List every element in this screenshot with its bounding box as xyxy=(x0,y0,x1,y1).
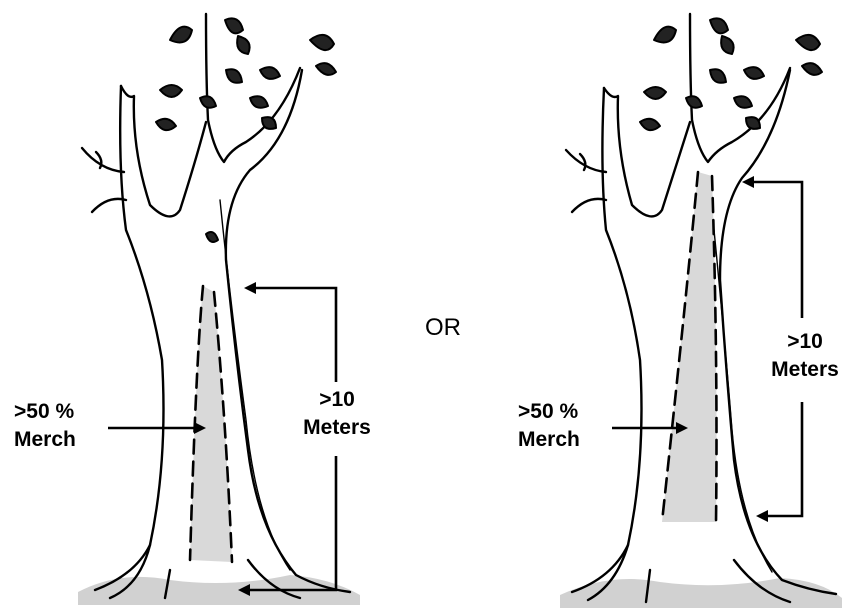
right-merch-label: >50 % Merch xyxy=(518,398,580,454)
right-branch-left xyxy=(604,88,690,216)
right-height-bracket-top xyxy=(750,182,802,318)
right-height-label: >10 Meters xyxy=(762,328,848,384)
left-merch-line1: >50 % xyxy=(14,398,76,426)
right-rot-area xyxy=(662,172,717,522)
right-leaves xyxy=(640,18,822,130)
left-branch-left xyxy=(121,86,206,216)
left-height-line1: >10 xyxy=(294,386,380,414)
right-height-line2: Meters xyxy=(762,356,848,384)
left-merch-line2: Merch xyxy=(14,426,76,454)
right-merch-line2: Merch xyxy=(518,426,580,454)
right-branch-center xyxy=(690,14,790,162)
left-height-label: >10 Meters xyxy=(294,386,380,442)
left-height-bracket-top xyxy=(252,288,336,382)
right-height-bracket-bottom xyxy=(764,402,802,516)
left-tree xyxy=(78,14,360,605)
left-leaves xyxy=(156,18,336,242)
right-twig xyxy=(566,150,606,212)
right-height-line1: >10 xyxy=(762,328,848,356)
right-ground xyxy=(560,578,842,608)
right-tree xyxy=(560,14,842,608)
left-trunk-right xyxy=(226,70,350,592)
left-height-line2: Meters xyxy=(294,414,380,442)
left-trunk-left xyxy=(95,86,164,590)
left-merch-label: >50 % Merch xyxy=(14,398,76,454)
right-merch-line1: >50 % xyxy=(518,398,580,426)
or-separator: OR xyxy=(425,314,461,342)
left-branch-center xyxy=(206,14,300,162)
